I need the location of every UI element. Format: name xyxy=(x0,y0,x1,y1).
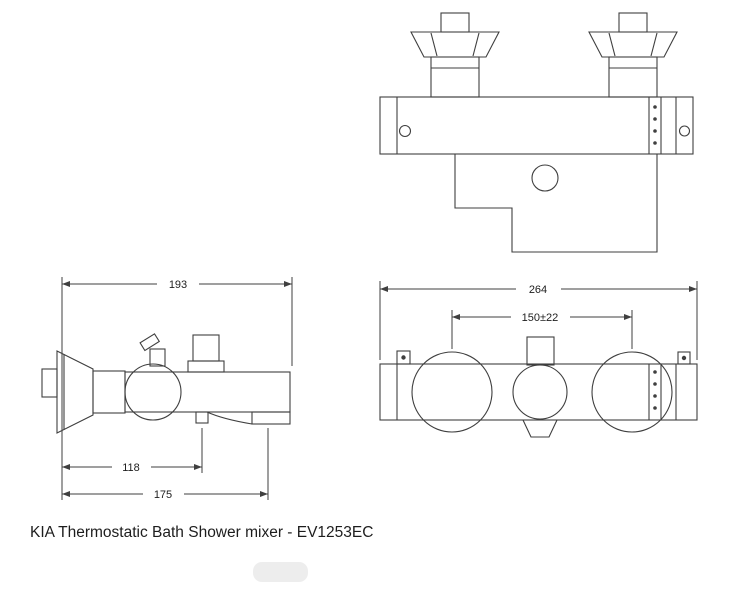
product-caption: KIA Thermostatic Bath Shower mixer - EV1… xyxy=(30,524,373,541)
temp-scale-dot xyxy=(653,129,657,133)
spout-underside xyxy=(206,411,253,425)
left-screw-housing xyxy=(396,350,411,365)
left-escutcheon-inner-line xyxy=(472,32,480,57)
dim-label-193: 193 xyxy=(169,279,187,291)
dim-label-264: 264 xyxy=(529,284,547,296)
lower-front-view: 264 150±22 xyxy=(379,281,698,438)
diverter-pull xyxy=(522,419,558,438)
wall-connector xyxy=(92,370,126,414)
right-escutcheon xyxy=(588,31,678,58)
lever-tip xyxy=(139,333,161,352)
diverter-circle xyxy=(531,164,559,192)
temp-scale-dot xyxy=(653,117,657,121)
temp-scale-dot xyxy=(653,394,657,398)
right-escutcheon-front xyxy=(591,351,673,433)
left-escutcheon xyxy=(410,31,500,58)
spout-lip xyxy=(251,411,291,425)
right-screw-housing xyxy=(677,351,691,365)
spout-nub xyxy=(195,411,209,424)
temp-scale-dot xyxy=(653,382,657,386)
body-side xyxy=(124,371,291,413)
center-knob xyxy=(526,336,555,366)
watermark-smudge xyxy=(253,562,308,582)
spout-outline xyxy=(454,153,658,253)
escutcheon-side xyxy=(56,350,94,434)
dim-label-150: 150±22 xyxy=(522,312,559,324)
left-end-knob xyxy=(398,124,412,138)
dim-label-175: 175 xyxy=(154,489,172,501)
left-screw-dot xyxy=(401,355,406,360)
center-valve-front xyxy=(512,364,568,420)
temp-scale-dot xyxy=(653,105,657,109)
right-end-knob xyxy=(678,125,691,137)
left-escutcheon-front xyxy=(411,351,493,433)
upper-front-view xyxy=(379,12,694,253)
side-view: 193 118 175 xyxy=(41,277,293,501)
lever-stem xyxy=(149,348,166,367)
left-inlet-stem xyxy=(430,56,480,98)
dim-label-118: 118 xyxy=(122,462,140,474)
control-knob-side xyxy=(192,334,220,362)
right-escutcheon-inner-line xyxy=(650,32,658,57)
left-inlet-nut xyxy=(440,12,470,33)
temp-scale-dot xyxy=(653,141,657,145)
wall-nut xyxy=(41,368,58,398)
left-escutcheon-inner-line xyxy=(430,32,438,57)
right-screw-dot xyxy=(681,355,687,361)
knob-base xyxy=(187,360,225,373)
right-escutcheon-inner-line xyxy=(608,32,616,57)
temp-scale-dot xyxy=(653,406,657,410)
right-inlet-stem xyxy=(608,56,658,98)
mixer-body xyxy=(379,96,694,155)
right-inlet-nut xyxy=(618,12,648,33)
temp-scale-dot xyxy=(653,370,657,374)
